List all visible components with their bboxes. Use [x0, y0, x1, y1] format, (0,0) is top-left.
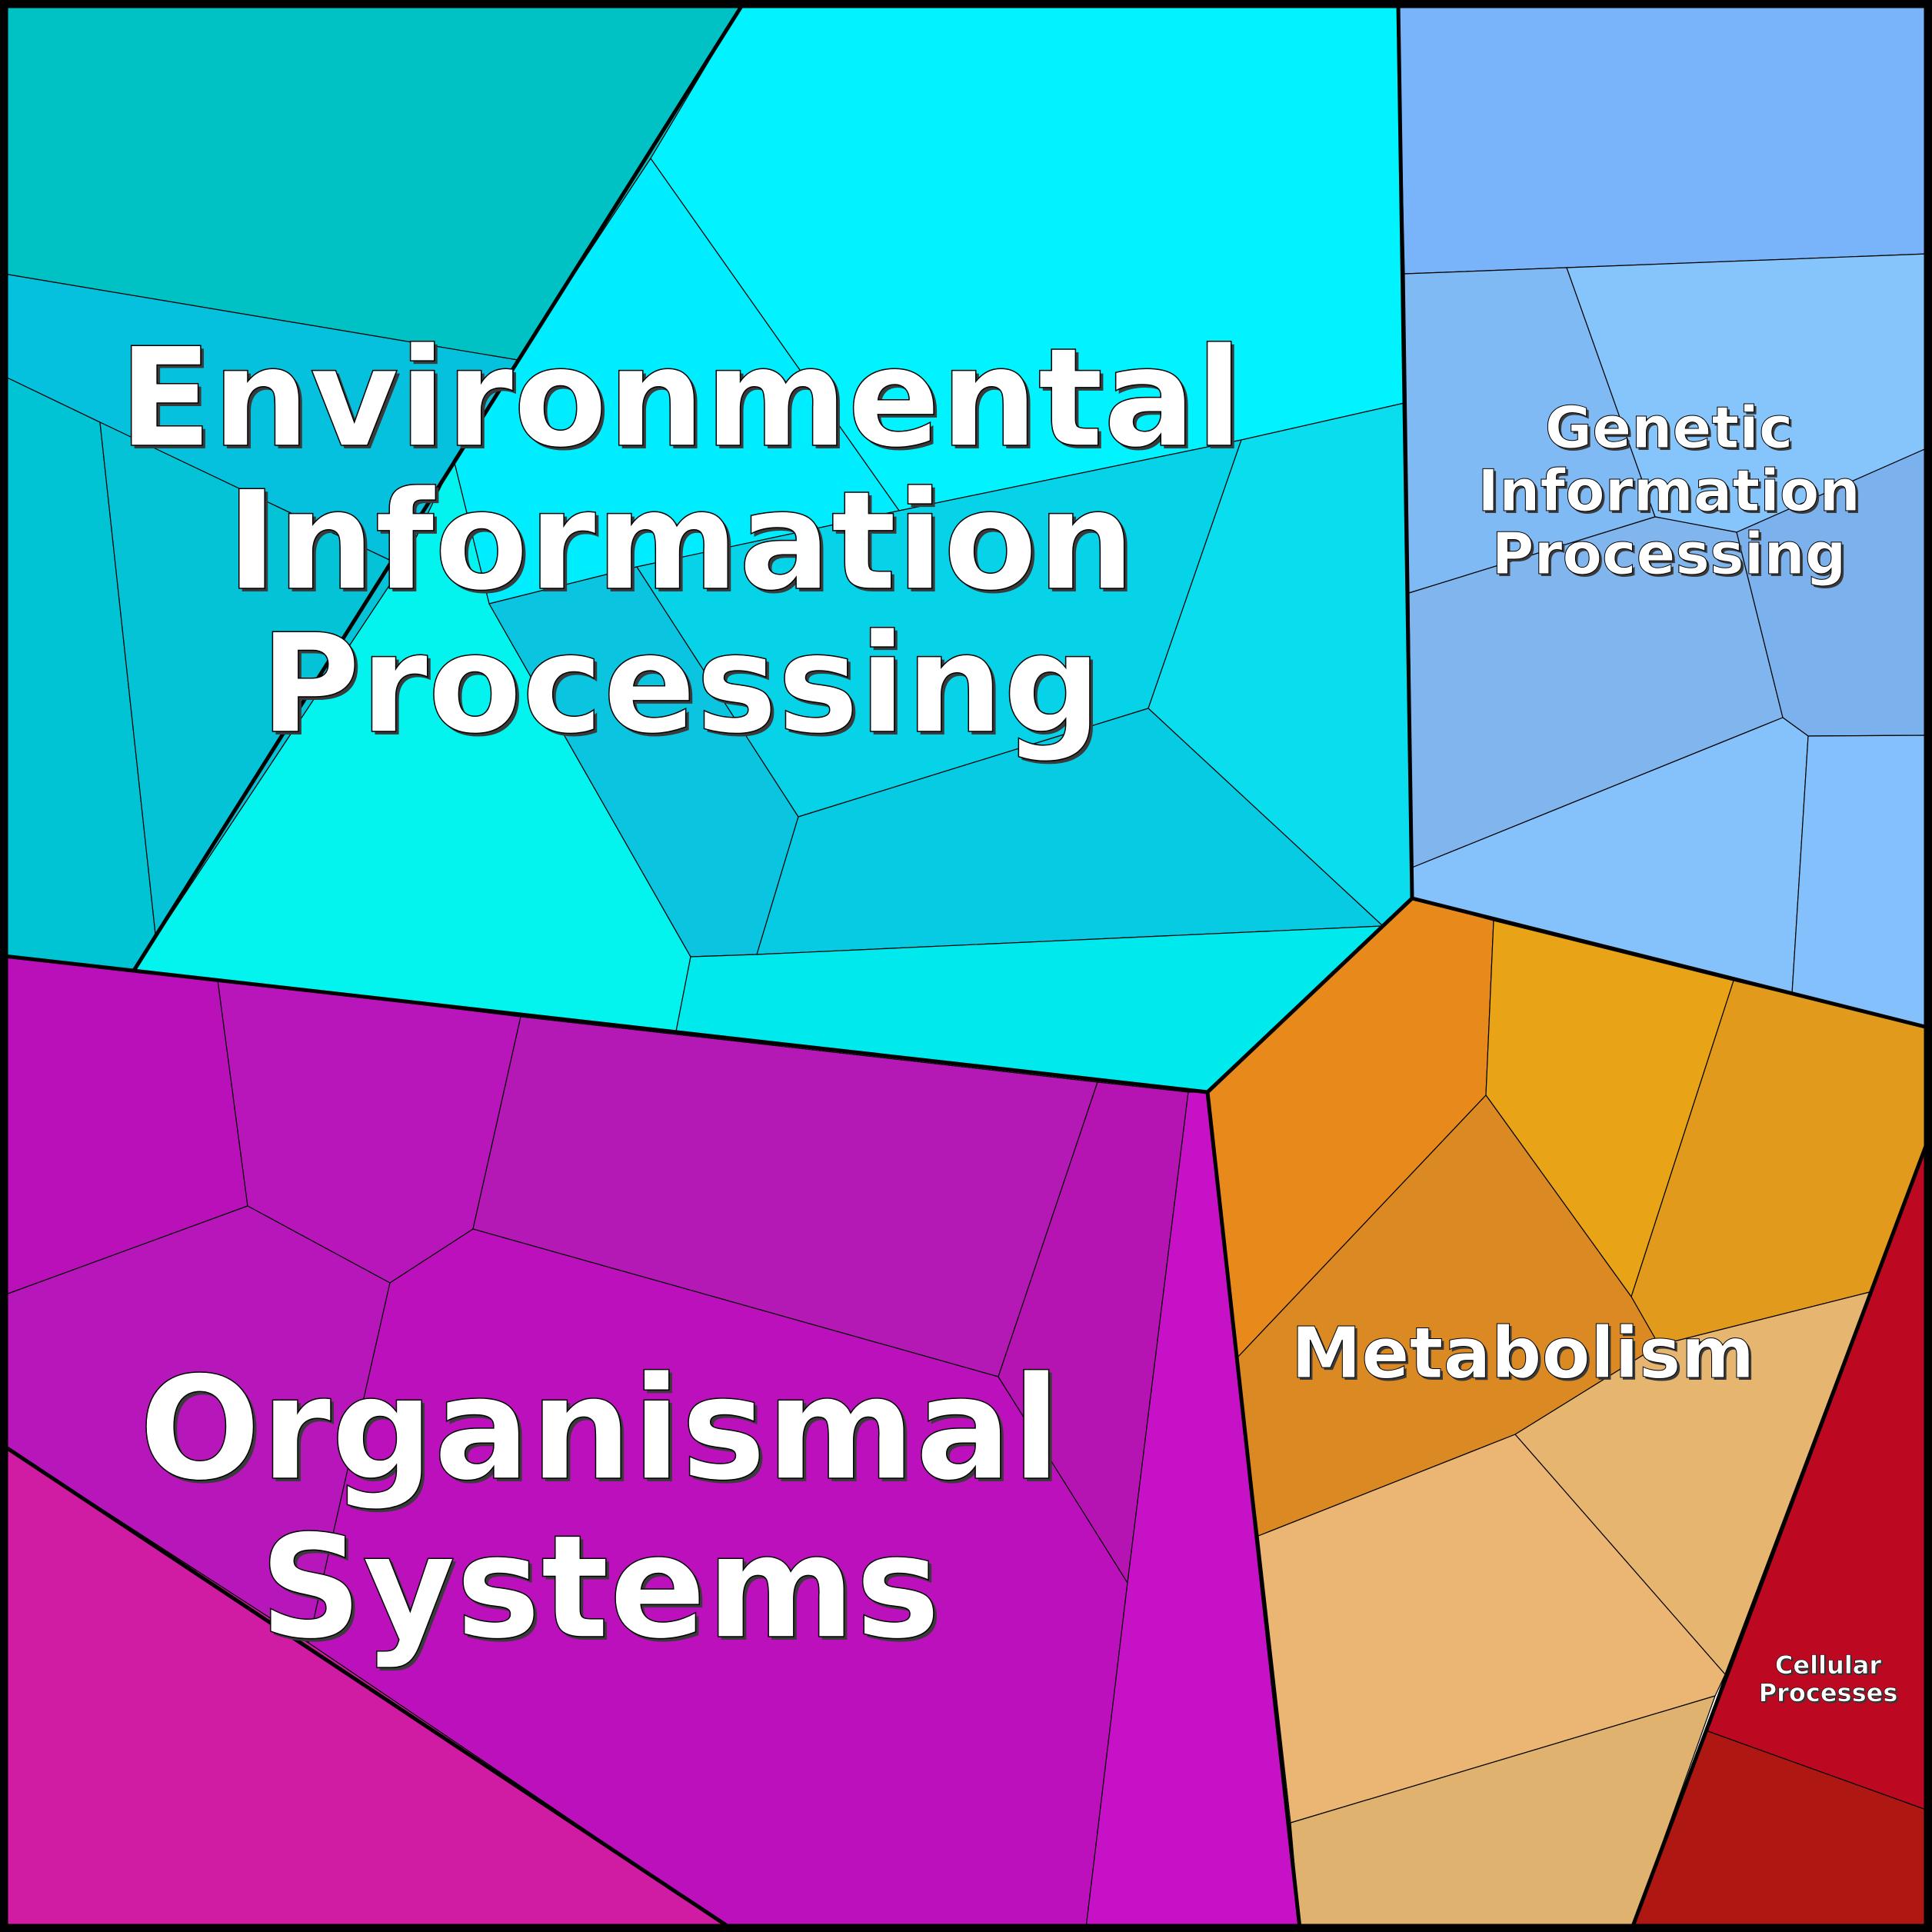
- region-genetic: [1397, 3, 1929, 1028]
- region-cellular: [1631, 1139, 1929, 1929]
- region-metabolism: [1207, 898, 1929, 1929]
- region-environmental: [3, 3, 1413, 1093]
- gen-cell-1[interactable]: [1397, 3, 1929, 275]
- met-cell-6[interactable]: [1257, 1434, 1726, 1824]
- region-organismal: [3, 955, 1301, 1929]
- gen-cell-7[interactable]: [1791, 734, 1929, 1028]
